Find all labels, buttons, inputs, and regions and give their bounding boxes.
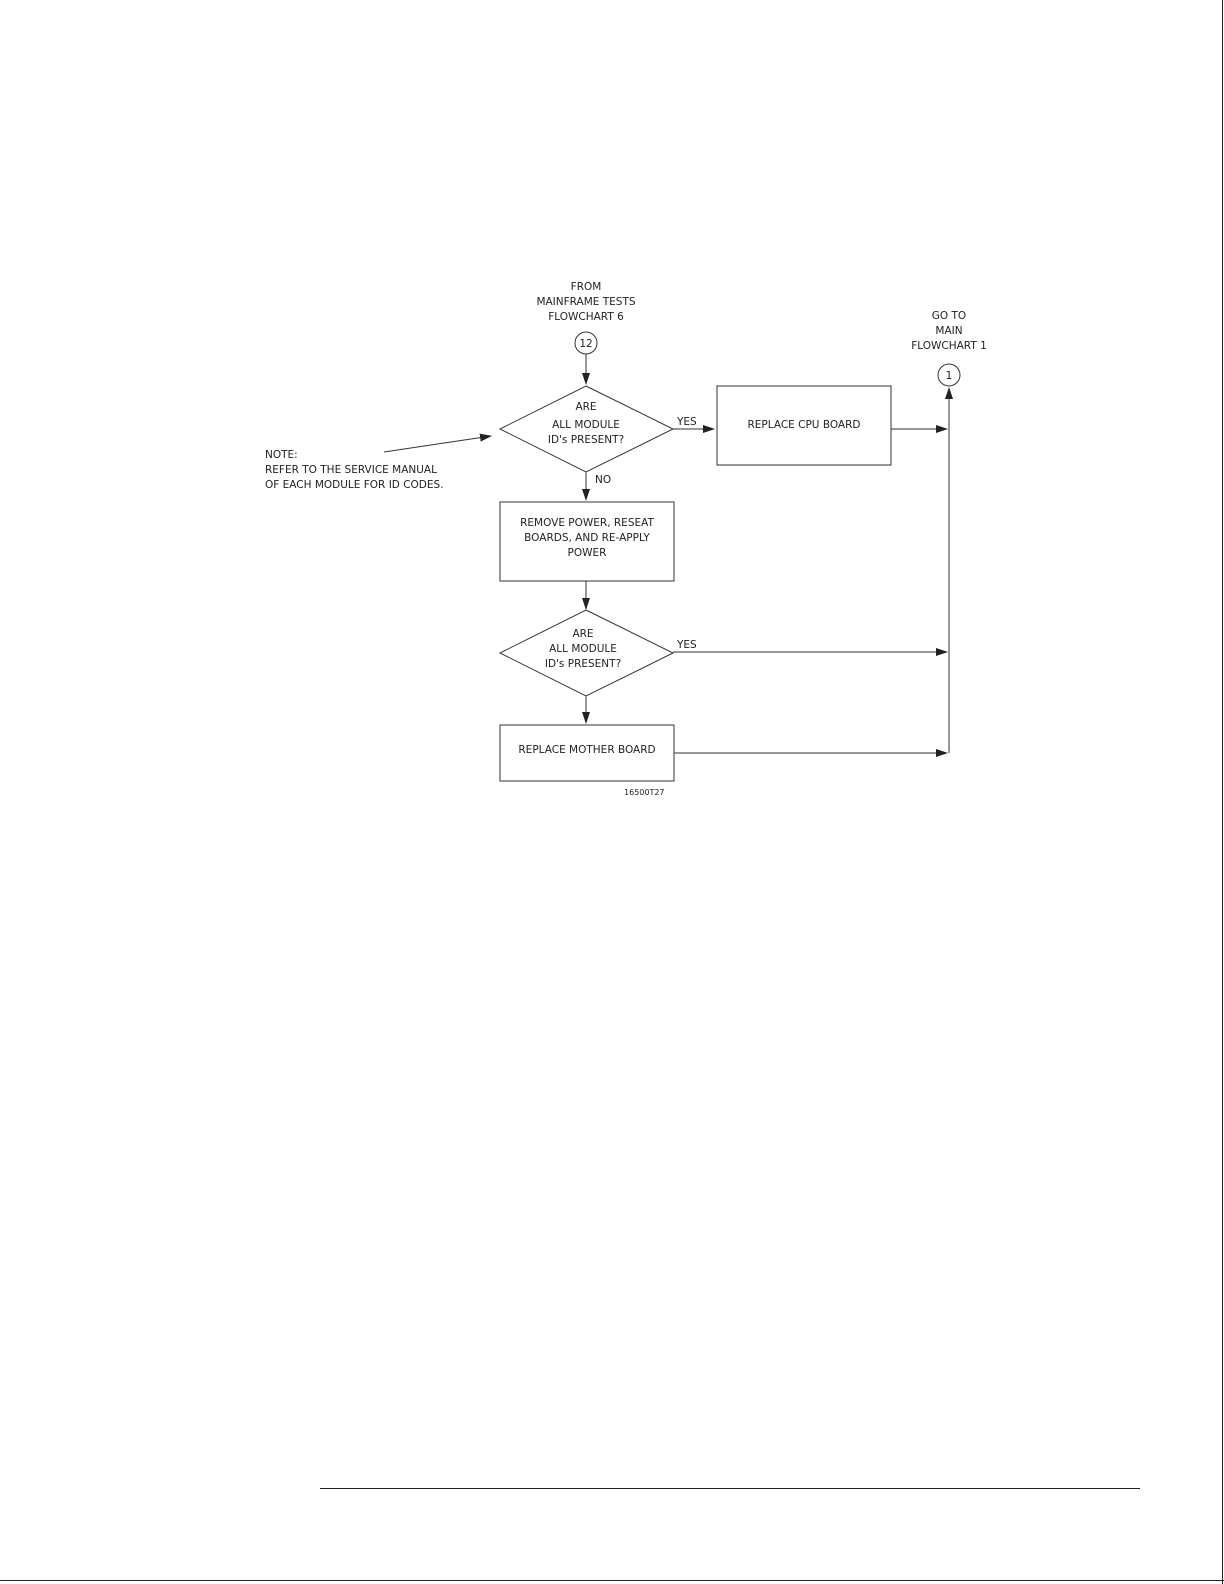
note-arrow (384, 436, 491, 452)
end-connector-line-2: MAIN (935, 325, 962, 337)
decision-2: ARE ALL MODULE ID's PRESENT? (500, 610, 673, 696)
start-connector-line-1: FROM (571, 281, 602, 293)
end-connector-line-3: FLOWCHART 1 (911, 340, 987, 352)
decision-1-line-3: ID's PRESENT? (548, 434, 624, 446)
figure-id: 16500T27 (624, 788, 665, 797)
note-line-1: NOTE: (265, 449, 298, 461)
note: NOTE: REFER TO THE SERVICE MANUAL OF EAC… (265, 436, 491, 491)
decision-1-line-2: ALL MODULE (552, 419, 620, 431)
decision-2-line-2: ALL MODULE (549, 643, 617, 655)
start-connector-line-2: MAINFRAME TESTS (536, 296, 635, 308)
decision-1-line-1: ARE (575, 401, 596, 413)
label-no-1: NO (595, 474, 611, 486)
note-line-3: OF EACH MODULE FOR ID CODES. (265, 479, 444, 491)
decision-2-line-1: ARE (572, 628, 593, 640)
process-reseat-line-1: REMOVE POWER, RESEAT (520, 517, 654, 529)
process-replace-mother: REPLACE MOTHER BOARD (500, 725, 674, 781)
start-connector: FROM MAINFRAME TESTS FLOWCHART 6 12 (536, 281, 635, 354)
decision-1: ARE ALL MODULE ID's PRESENT? (500, 386, 673, 472)
label-yes-1: YES (676, 416, 697, 428)
end-connector-number: 1 (946, 370, 953, 382)
start-connector-number: 12 (579, 338, 592, 350)
end-connector-line-1: GO TO (932, 310, 966, 322)
note-line-2: REFER TO THE SERVICE MANUAL (265, 464, 437, 476)
decision-2-line-3: ID's PRESENT? (545, 658, 621, 670)
label-yes-2: YES (676, 639, 697, 651)
start-connector-line-3: FLOWCHART 6 (548, 311, 624, 323)
process-replace-cpu-text: REPLACE CPU BOARD (747, 419, 860, 431)
process-reseat-line-3: POWER (568, 547, 607, 559)
end-connector: GO TO MAIN FLOWCHART 1 1 (911, 310, 987, 386)
process-replace-mother-text: REPLACE MOTHER BOARD (518, 744, 655, 756)
process-reseat-line-2: BOARDS, AND RE-APPLY (524, 532, 650, 544)
process-reseat: REMOVE POWER, RESEAT BOARDS, AND RE-APPL… (500, 502, 674, 581)
process-replace-cpu: REPLACE CPU BOARD (717, 386, 891, 465)
